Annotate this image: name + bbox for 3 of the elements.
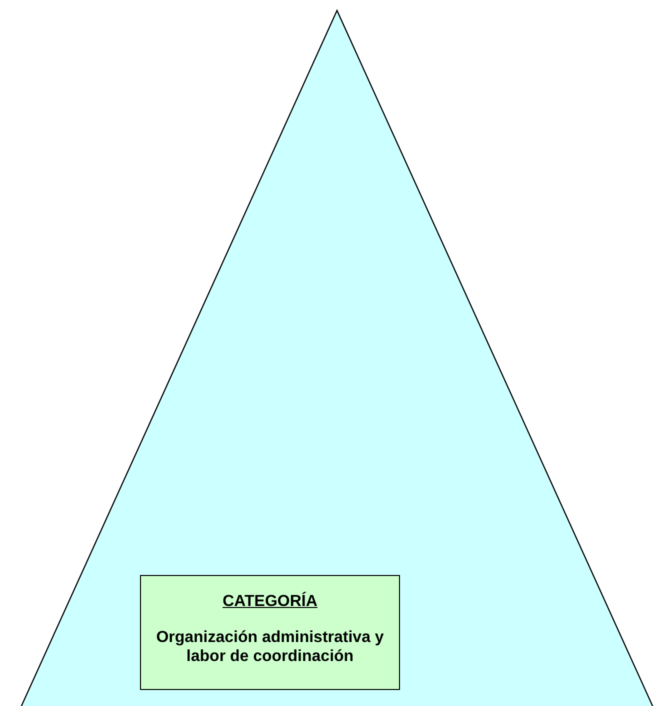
category-box — [140, 575, 400, 690]
heading-text: CATEGORÍA — [222, 592, 318, 611]
description-text: Organización administrativa y labor de coordinación — [155, 628, 385, 666]
